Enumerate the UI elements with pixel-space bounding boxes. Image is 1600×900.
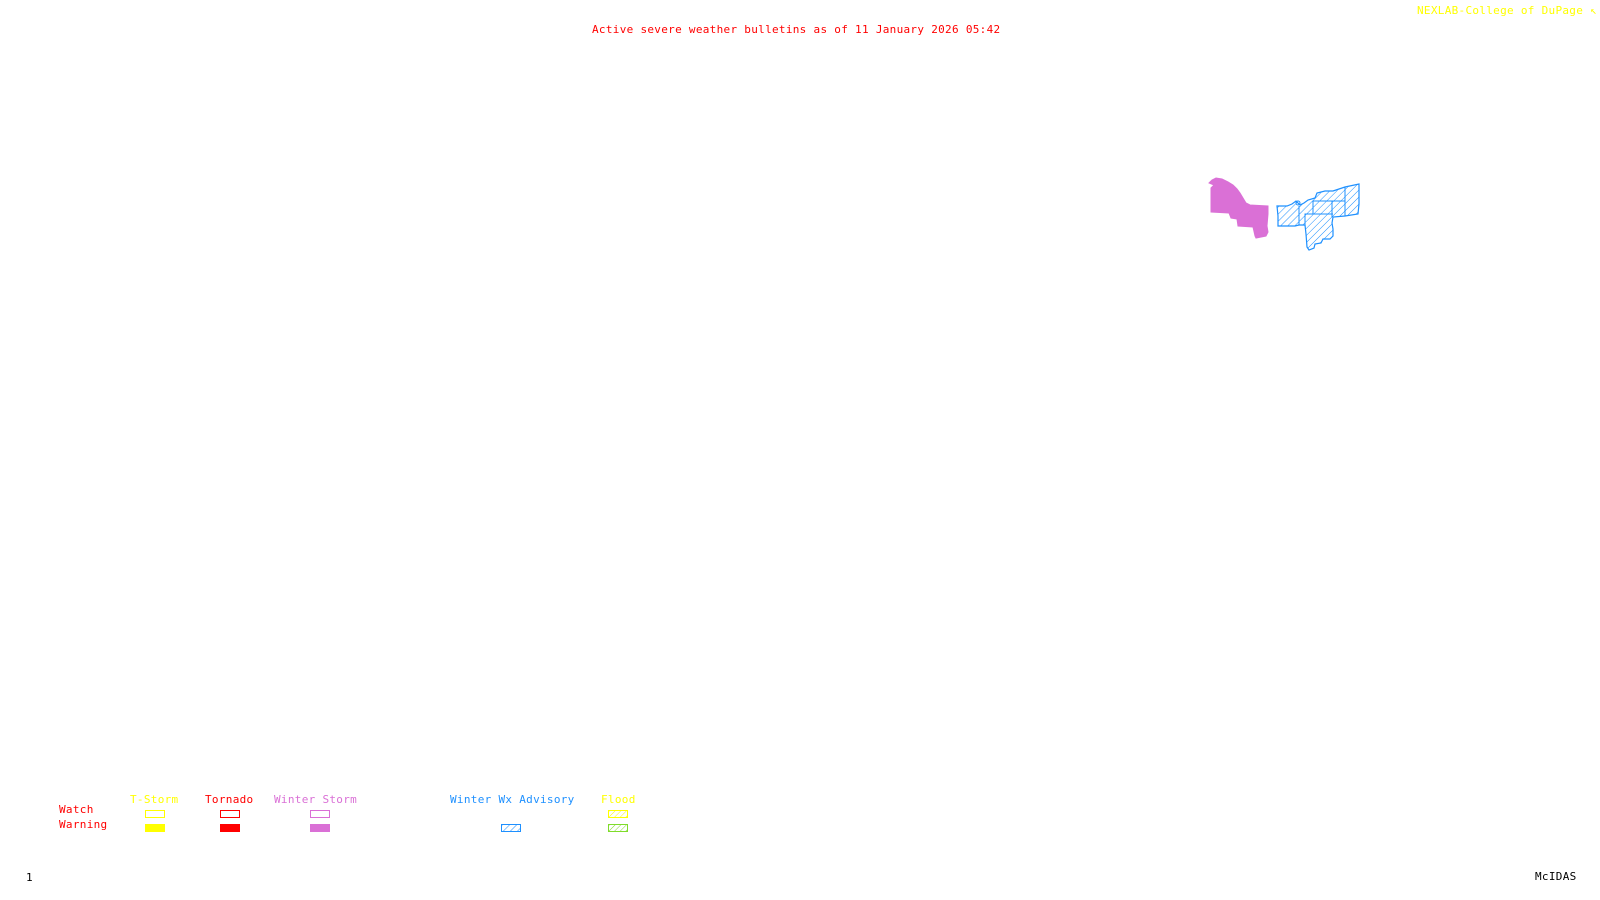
credit-text: NEXLAB-College of DuPage bbox=[1417, 4, 1584, 17]
legend-tstorm-watch-swatch bbox=[145, 810, 165, 818]
winter-wx-advisory-region[interactable] bbox=[1276, 183, 1360, 251]
legend-winter-storm-label: Winter Storm bbox=[274, 793, 358, 806]
legend-tornado-label: Tornado bbox=[205, 793, 254, 806]
software-label: McIDAS bbox=[1535, 870, 1577, 883]
legend-winter-storm-watch-swatch bbox=[310, 810, 330, 818]
winter-storm-warning-region[interactable] bbox=[1208, 177, 1269, 239]
legend-winter-wx-advisory-swatch bbox=[501, 824, 521, 832]
legend-winter-storm-warning-swatch bbox=[310, 824, 330, 832]
legend-watch-label: Watch bbox=[59, 803, 94, 816]
legend-flood-warning-swatch bbox=[608, 824, 628, 832]
frame-number: 1 bbox=[26, 871, 33, 884]
legend-flood-label: Flood bbox=[601, 793, 636, 806]
legend-tstorm-warning-swatch bbox=[145, 824, 165, 832]
nexlab-logo-icon: ↖ bbox=[1590, 4, 1598, 17]
page-title: Active severe weather bulletins as of 11… bbox=[592, 23, 1001, 36]
legend-winter-wx-advisory-label: Winter Wx Advisory bbox=[450, 793, 575, 806]
legend-tornado-warning-swatch bbox=[220, 824, 240, 832]
legend-flood-watch-swatch bbox=[608, 810, 628, 818]
legend-tornado-watch-swatch bbox=[220, 810, 240, 818]
credit-label: NEXLAB-College of DuPage ↖ bbox=[1417, 4, 1597, 17]
legend-tstorm-label: T-Storm bbox=[130, 793, 179, 806]
legend-warning-label: Warning bbox=[59, 818, 108, 831]
